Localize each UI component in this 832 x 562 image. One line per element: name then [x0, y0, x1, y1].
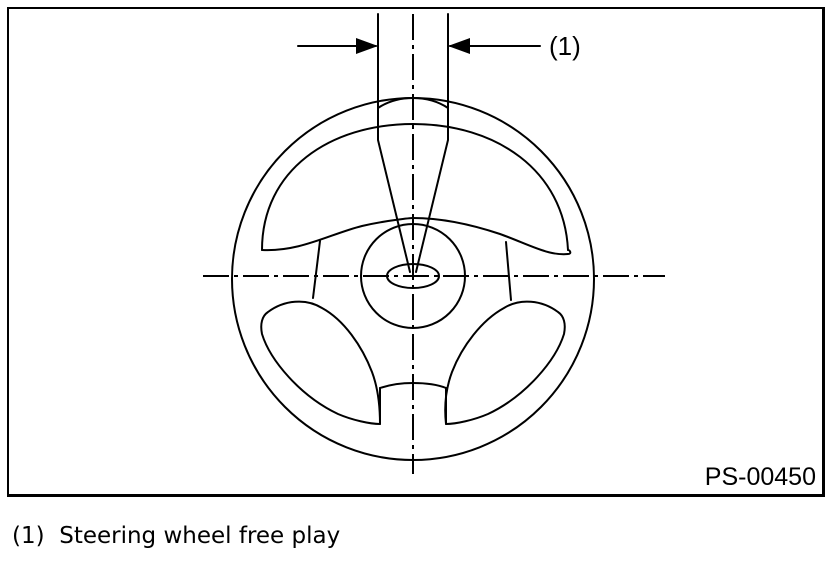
caption-number: (1)	[12, 523, 45, 549]
arrowhead-right	[448, 38, 470, 54]
lower-left-opening	[260, 300, 381, 425]
upper-opening	[261, 217, 572, 256]
pointer-collar	[377, 97, 449, 109]
bottom-spoke	[379, 382, 447, 389]
arrowhead-left	[356, 38, 378, 54]
caption-spacer	[45, 523, 60, 549]
figure-id: PS-00450	[704, 463, 816, 491]
caption-text: Steering wheel free play	[59, 523, 341, 549]
hub-outer	[360, 223, 466, 329]
hub-emblem	[386, 263, 440, 289]
pointer-bar	[377, 13, 449, 273]
left-spoke-upper-edge	[312, 240, 321, 299]
callout-label: (1)	[549, 31, 581, 61]
figure-frame	[7, 7, 825, 497]
caption: (1) Steering wheel free play	[12, 521, 340, 551]
lower-right-opening	[444, 300, 566, 425]
right-spoke-upper-edge	[505, 241, 512, 301]
steering-wheel-rim-inner-top	[261, 123, 569, 251]
